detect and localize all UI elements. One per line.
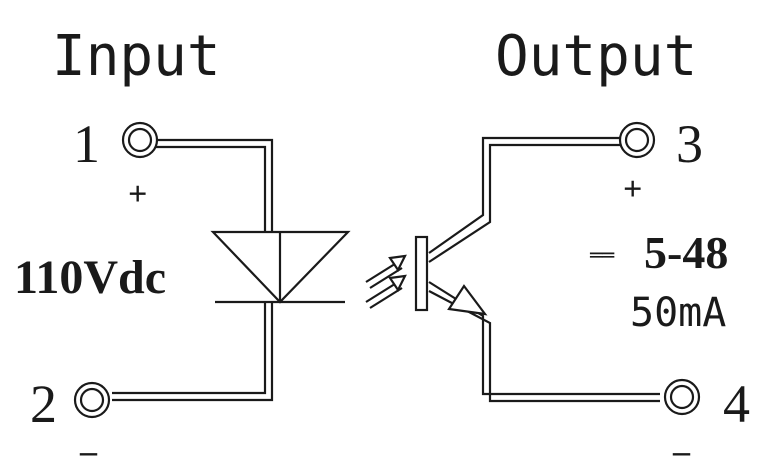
emitter-arrow-icon [447, 284, 488, 316]
light-arrow-upper-icon [365, 254, 407, 289]
input-negative-wire-inner [112, 302, 267, 395]
terminal-1[interactable] [121, 121, 159, 159]
terminal-3-label: 3 [676, 114, 703, 174]
dc-symbol: ══ [589, 243, 615, 267]
collector-lead-inner [428, 143, 620, 263]
output-title: Output [495, 24, 697, 89]
input-plus-sign: + [128, 176, 147, 213]
input-positive-wire [155, 138, 274, 232]
input-voltage-label: 110Vdc [14, 251, 166, 304]
collector-lead [428, 136, 620, 254]
input-positive-wire-inner [155, 145, 267, 232]
output-current-label: 50mA [630, 290, 726, 336]
terminal-1-label: 1 [73, 114, 100, 174]
output-voltage-label: 5-48 [644, 227, 728, 278]
transistor-base [414, 235, 429, 312]
terminal-2-label: 2 [30, 374, 57, 434]
input-negative-wire [112, 302, 274, 402]
output-minus-sign: – [672, 433, 691, 470]
output-plus-sign: + [623, 171, 642, 208]
light-arrow-lower-icon [365, 274, 407, 309]
terminal-2[interactable] [73, 381, 111, 419]
terminal-4-label: 4 [723, 374, 750, 434]
terminal-3[interactable] [618, 121, 656, 159]
terminal-4[interactable] [663, 378, 701, 416]
input-minus-sign: – [79, 433, 98, 470]
input-title: Input [52, 24, 221, 89]
